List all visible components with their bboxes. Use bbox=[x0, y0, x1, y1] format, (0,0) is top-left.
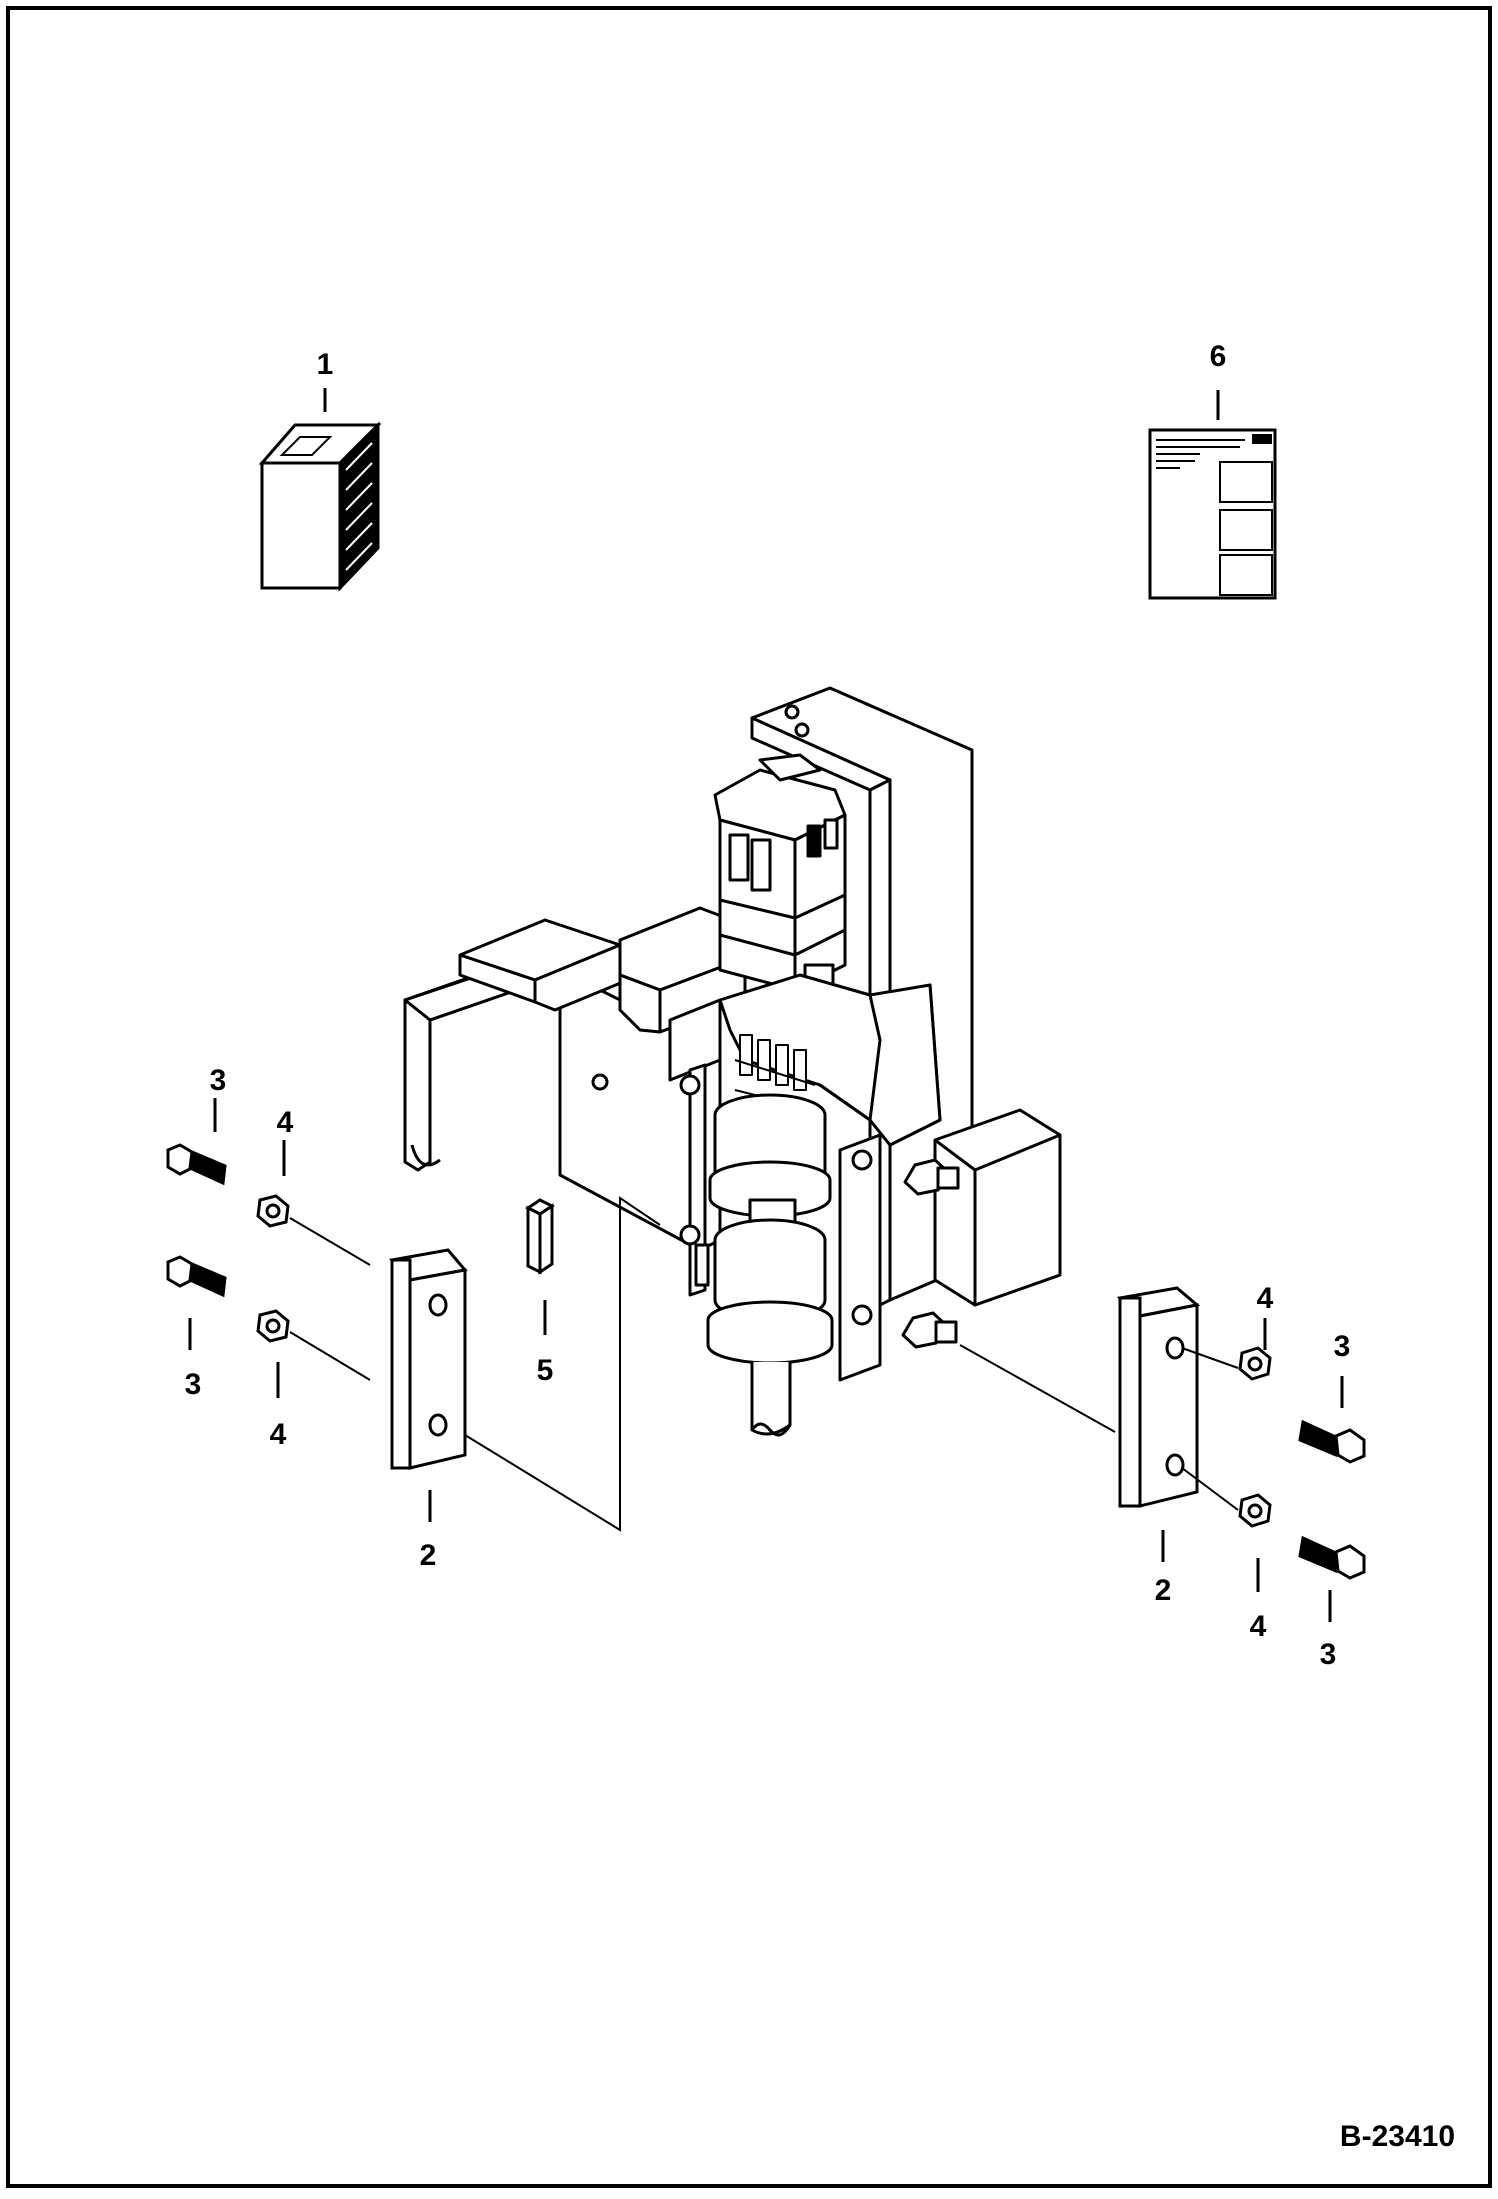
instruction-sheet-illustration bbox=[1148, 428, 1277, 600]
callout-kit: 1 bbox=[317, 348, 334, 381]
nut-left-lower-illustration bbox=[256, 1309, 290, 1343]
callout-instruction-sheet: 6 bbox=[1210, 340, 1227, 373]
bolt-right-lower-illustration bbox=[1298, 1535, 1366, 1580]
callout-bolt-left-lower: 3 bbox=[185, 1368, 202, 1401]
key-illustration bbox=[525, 1198, 555, 1275]
bolt-left-upper-illustration bbox=[166, 1143, 227, 1186]
callout-nut-left-lower: 4 bbox=[270, 1418, 287, 1451]
nut-right-upper-illustration bbox=[1238, 1346, 1272, 1381]
bolt-left-lower-illustration bbox=[166, 1255, 227, 1298]
callout-bolt-right-upper: 3 bbox=[1334, 1330, 1351, 1363]
callout-nut-right-lower: 4 bbox=[1250, 1610, 1267, 1643]
callout-bracket-left: 2 bbox=[420, 1539, 437, 1572]
callout-nut-left-upper: 4 bbox=[277, 1106, 294, 1139]
figure-reference-code: B-23410 bbox=[1340, 2120, 1455, 2153]
nut-right-lower-illustration bbox=[1238, 1493, 1272, 1528]
explode-lines-right bbox=[959, 1344, 1239, 1511]
callout-bolt-left-upper: 3 bbox=[210, 1064, 227, 1097]
bolt-right-upper-illustration bbox=[1298, 1419, 1366, 1464]
leader-lines-left bbox=[188, 1098, 286, 1398]
bracket-right-illustration bbox=[1116, 1286, 1201, 1508]
bracket-left-illustration bbox=[389, 1248, 468, 1470]
leader-lines-right bbox=[1256, 1318, 1344, 1622]
callout-nut-right-upper: 4 bbox=[1257, 1282, 1274, 1315]
callout-bracket-right: 2 bbox=[1155, 1574, 1172, 1607]
swing-assembly-illustration bbox=[403, 686, 1062, 1437]
callout-key: 5 bbox=[537, 1354, 554, 1387]
callout-bolt-right-lower: 3 bbox=[1320, 1638, 1337, 1671]
explode-lines-left bbox=[289, 1196, 661, 1532]
nut-left-upper-illustration bbox=[256, 1194, 290, 1228]
kit-box-illustration bbox=[258, 421, 382, 592]
